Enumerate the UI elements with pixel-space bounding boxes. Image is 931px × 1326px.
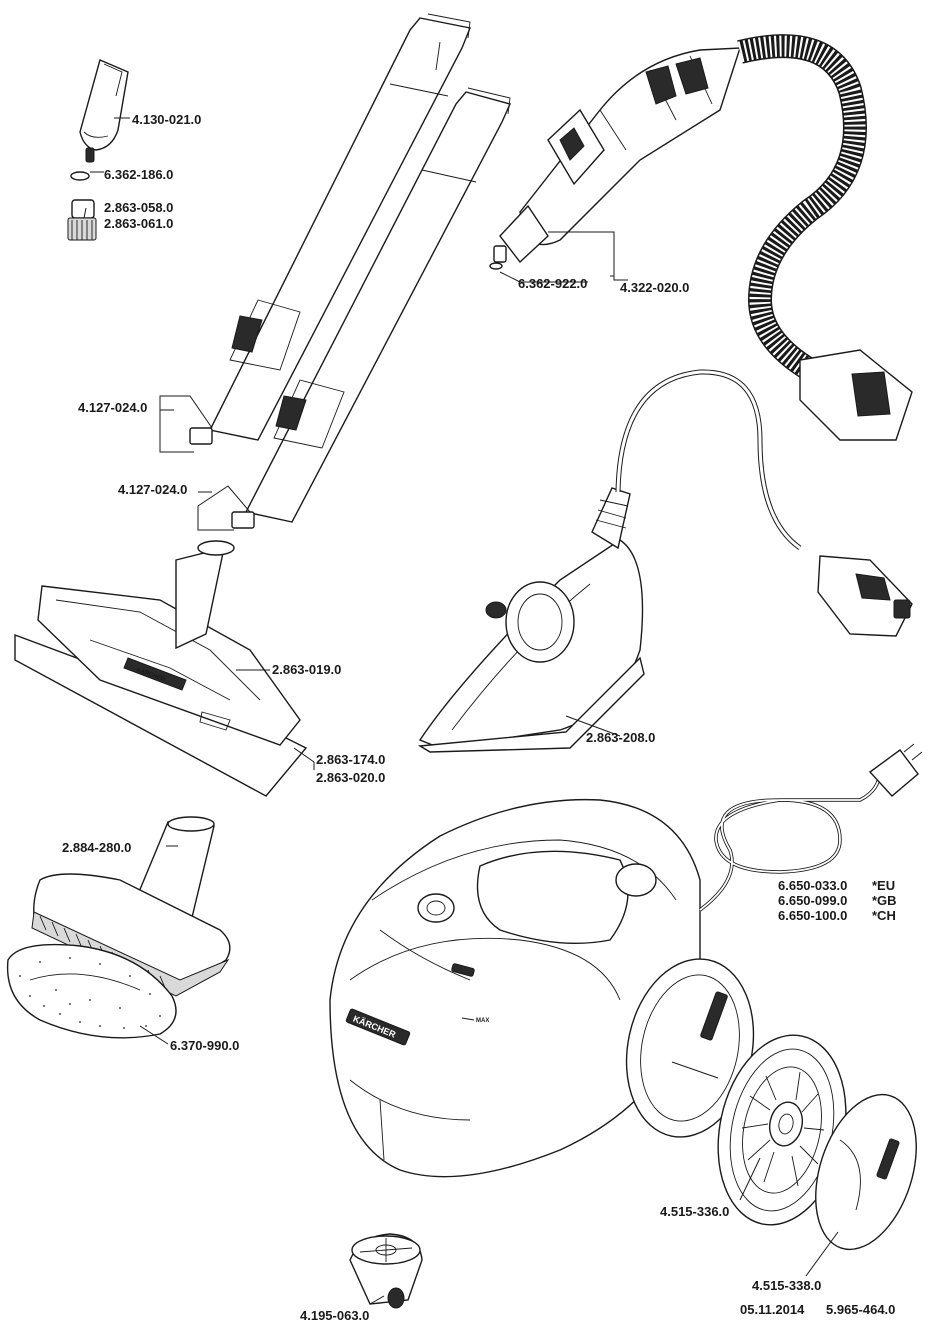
footer-date: 05.11.2014 [740, 1302, 805, 1317]
label-2-863-020-0: 2.863-020.0 [316, 770, 385, 785]
part-labels: 4.130-021.0 6.362-186.0 2.863-058.0 2.86… [62, 112, 897, 1323]
label-2-884-280-0: 2.884-280.0 [62, 840, 131, 855]
steam-hose [737, 34, 913, 441]
o-ring [70, 171, 90, 181]
variant-eu: *EU [872, 878, 895, 893]
leader-lines [83, 117, 839, 1305]
steam-iron [417, 369, 913, 753]
label-2-863-208-0: 2.863-208.0 [586, 730, 655, 745]
footer: 05.11.2014 5.965-464.0 [740, 1302, 895, 1317]
wheel-housing [625, 958, 755, 1138]
label-4-130-021-0: 4.130-021.0 [132, 112, 201, 127]
label-4-515-338-0: 4.515-338.0 [752, 1278, 821, 1293]
o-ring-small [489, 262, 503, 270]
label-6-362-186-0: 6.362-186.0 [104, 167, 173, 182]
label-6-362-922-0: 6.362-922.0 [518, 276, 587, 291]
variant-gb: *GB [872, 893, 897, 908]
label-4-127-024-0-b: 4.127-024.0 [118, 482, 187, 497]
hand-brush [31, 816, 231, 997]
label-2-863-019-0: 2.863-019.0 [272, 662, 341, 677]
footer-doc-number: 5.965-464.0 [826, 1302, 895, 1317]
label-4-322-020-0: 4.322-020.0 [620, 280, 689, 295]
label-4-515-336-0: 4.515-336.0 [660, 1204, 729, 1219]
wheel [717, 1034, 847, 1226]
detail-nozzle [79, 59, 129, 163]
round-brush [67, 199, 97, 241]
extension-tube-2 [231, 87, 511, 529]
floor-nozzle: KÄRCHER [14, 540, 308, 797]
wheel-cover [815, 1093, 917, 1251]
steam-gun [493, 47, 741, 264]
max-marking: MAX [476, 1018, 489, 1024]
swivel-castor [349, 1233, 423, 1309]
label-2-863-174-0: 2.863-174.0 [316, 752, 385, 767]
label-6-650-099-0: 6.650-099.0 [778, 893, 847, 908]
label-6-650-033-0: 6.650-033.0 [778, 878, 847, 893]
variant-ch: *CH [872, 908, 896, 923]
label-6-370-990-0: 6.370-990.0 [170, 1038, 239, 1053]
label-6-650-100-0: 6.650-100.0 [778, 908, 847, 923]
label-4-127-024-0-a: 4.127-024.0 [78, 400, 147, 415]
label-2-863-061-0: 2.863-061.0 [104, 216, 173, 231]
label-2-863-058-0: 2.863-058.0 [104, 200, 173, 215]
label-4-195-063-0: 4.195-063.0 [300, 1308, 369, 1323]
steam-cleaner-body: MAX KÄRCHER [329, 798, 701, 1178]
microfibre-cloth [6, 943, 177, 1039]
extension-tube-1 [189, 13, 471, 445]
power-cord [698, 743, 923, 912]
